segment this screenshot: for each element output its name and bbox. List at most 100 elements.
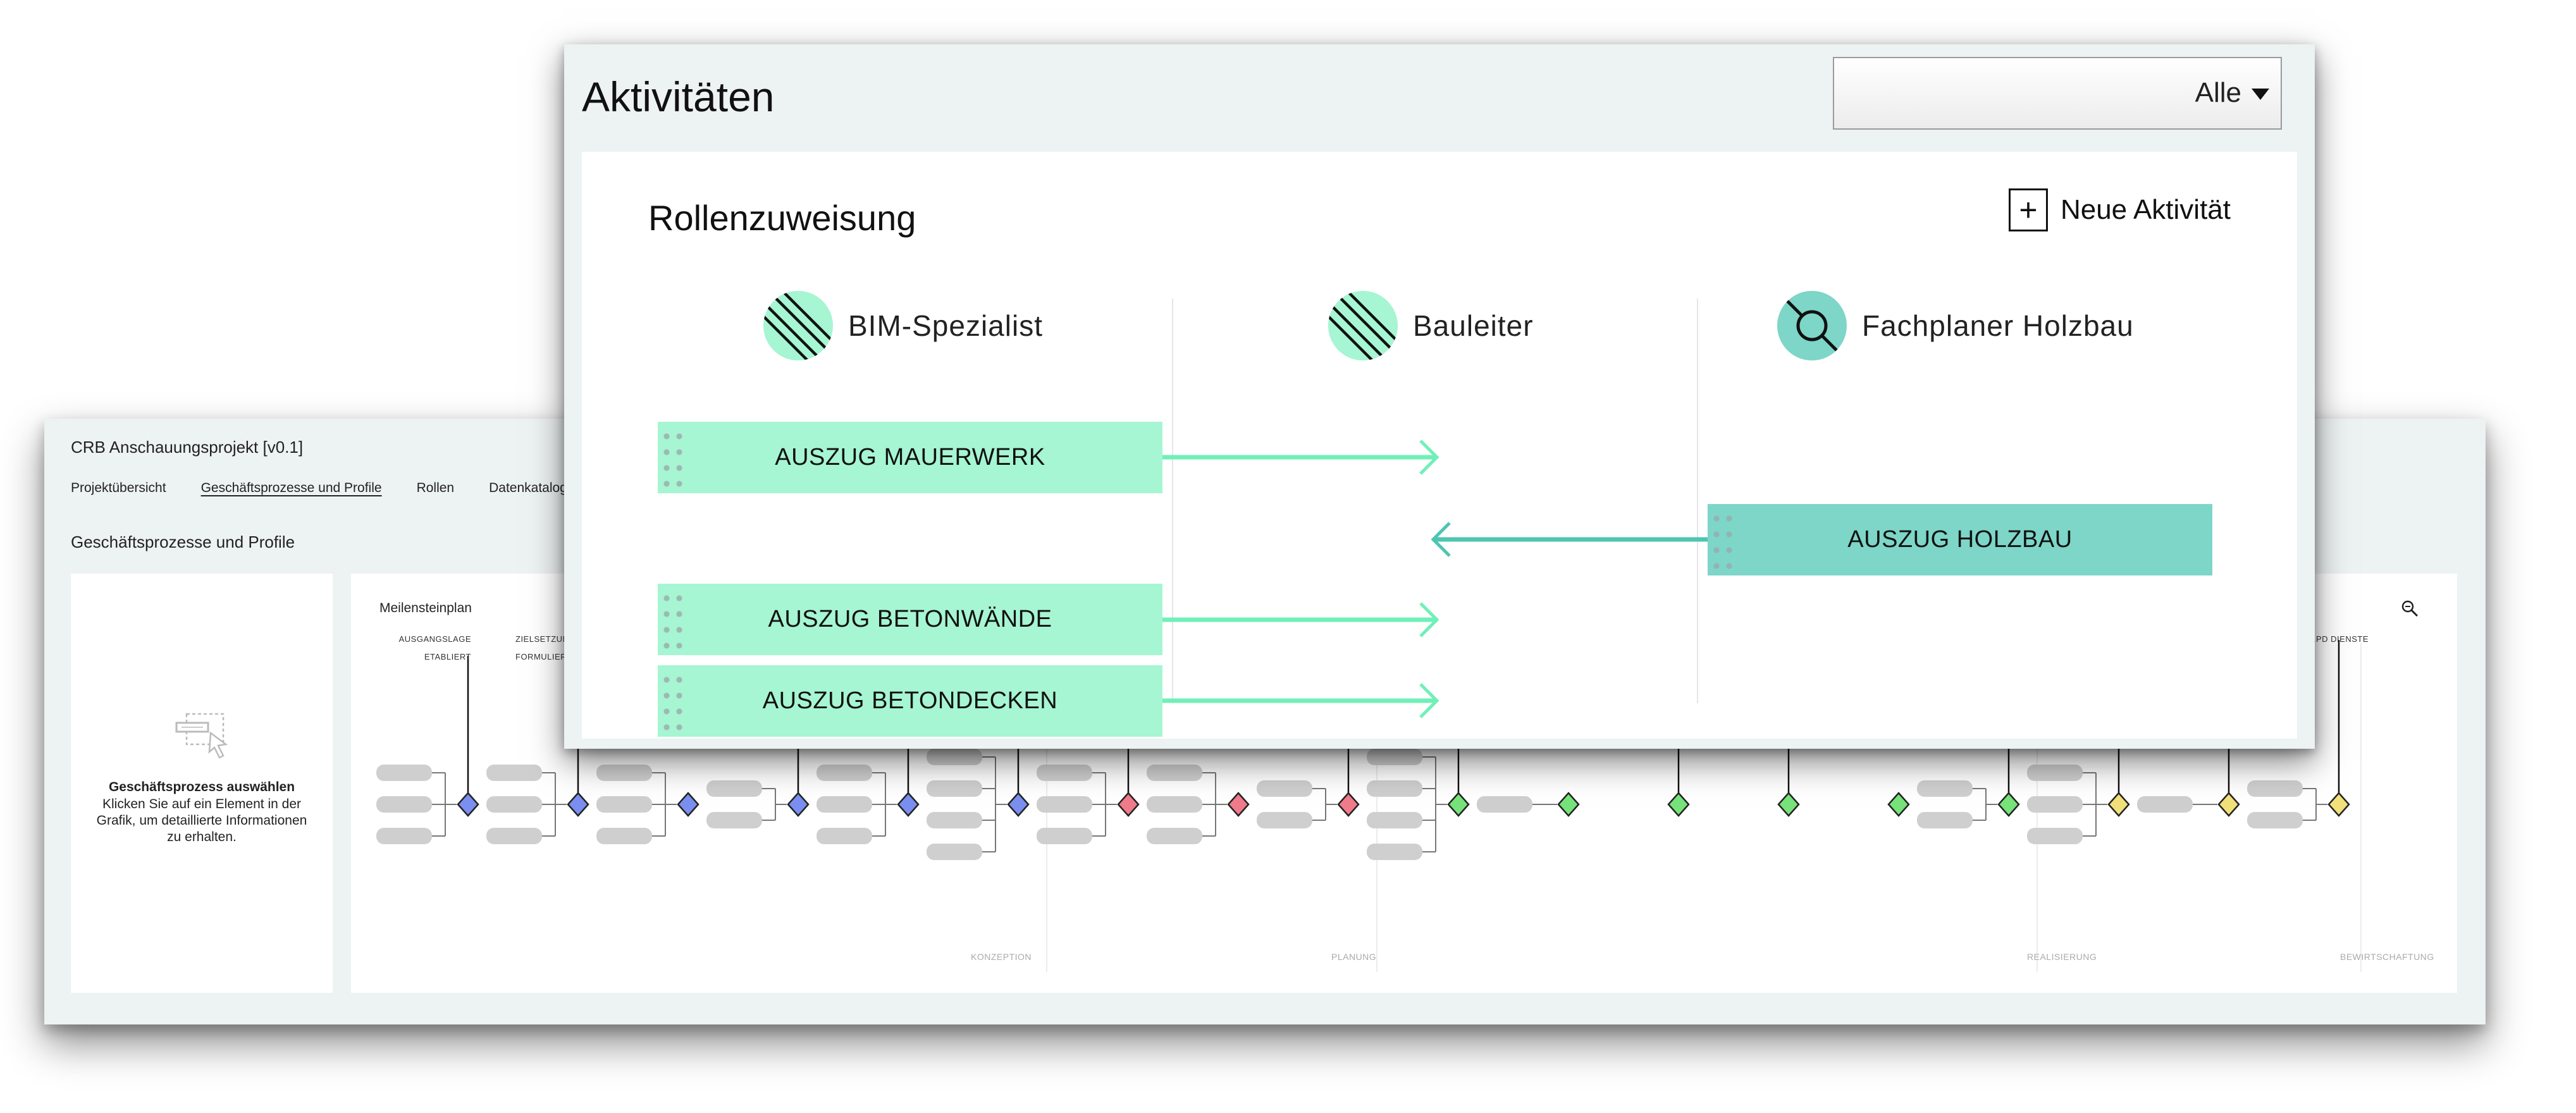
milestone-diamond[interactable] [897,792,920,817]
activity-card-mauerwerk[interactable]: AUSZUG MAUERWERK [658,422,1162,493]
role-assignment-panel: Rollenzuweisung + Neue Aktivität BIM-Spe… [582,152,2297,739]
role-bim-spezialist[interactable]: BIM-Spezialist [762,290,1043,362]
role-name: Bauleiter [1413,309,1534,342]
process-pill[interactable] [1367,780,1422,797]
nav-projektuebersicht[interactable]: Projektübersicht [71,481,166,495]
phase-label: BEWIRTSCHAFTUNG [2340,952,2434,962]
plus-icon: + [2008,188,2048,231]
milestone-diamond[interactable] [1117,792,1140,817]
milestone-diamond[interactable] [1887,792,1910,817]
activities-modal: Aktivitäten Alle Rollenzuweisung + Neue … [564,44,2315,749]
column-divider [1172,298,1173,703]
milestone-diamond[interactable] [1557,792,1580,817]
process-pill[interactable] [817,796,872,813]
arrow-right-icon [1162,683,1439,718]
drag-handle-icon[interactable] [1710,509,1735,572]
drag-handle-icon[interactable] [660,670,686,734]
activity-card-betonwaende[interactable]: AUSZUG BETONWÄNDE [658,584,1162,655]
process-pill[interactable] [376,765,432,781]
filter-selected-value: Alle [2195,77,2241,108]
process-pill[interactable] [1367,749,1422,765]
arrow-left-icon [1431,522,1708,557]
select-element-icon [175,713,228,759]
zoom-in-icon[interactable] [2400,599,2419,618]
drag-handle-icon[interactable] [660,589,686,652]
process-pill[interactable] [486,828,542,844]
process-pill[interactable] [2027,796,2083,813]
process-pill[interactable] [927,780,982,797]
arrow-right-icon [1162,440,1439,475]
role-fachplaner-holzbau[interactable]: Fachplaner Holzbau [1776,290,2134,362]
milestone-diamond[interactable] [1667,792,1690,817]
milestone-diagram [376,640,2362,972]
modal-title: Aktivitäten [582,73,775,120]
role-bauleiter[interactable]: Bauleiter [1327,290,1534,362]
milestone-diamond[interactable] [1007,792,1030,817]
activity-card-holzbau[interactable]: AUSZUG HOLZBAU [1708,504,2212,575]
milestone-label: ZIELSETZUNG FORMULIERT [515,634,572,661]
nav-datenkatalog[interactable]: Datenkatalog [489,481,567,495]
process-pill[interactable] [596,765,652,781]
process-pill[interactable] [2027,828,2083,844]
milestone-diamond[interactable] [677,792,699,817]
process-pill[interactable] [1037,765,1092,781]
process-pill[interactable] [1367,812,1422,828]
milestone-diamond[interactable] [1997,792,2020,817]
process-pill[interactable] [1147,828,1202,844]
milestone-diamond[interactable] [1447,792,1470,817]
process-pill[interactable] [486,765,542,781]
milestone-diamond[interactable] [2107,792,2130,817]
process-pill[interactable] [1917,812,1973,828]
process-pill[interactable] [927,844,982,860]
process-pill[interactable] [2137,796,2193,813]
process-pill[interactable] [1257,780,1312,797]
striped-circle-icon [763,291,833,360]
process-pill[interactable] [706,780,762,797]
process-pill[interactable] [2247,780,2303,797]
new-activity-button[interactable]: + Neue Aktivität [2008,188,2231,231]
process-pill[interactable] [1477,796,1532,813]
role-name: BIM-Spezialist [848,309,1043,342]
process-pill[interactable] [1257,812,1312,828]
milestone-label: ...PD DIENSTE [2308,634,2369,644]
process-pill[interactable] [817,765,872,781]
milestone-diamond[interactable] [567,792,589,817]
activity-card-betondecken[interactable]: AUSZUG BETONDECKEN [658,665,1162,737]
process-pill[interactable] [2247,812,2303,828]
process-pill[interactable] [376,828,432,844]
process-pill[interactable] [1367,844,1422,860]
nav-geschaeftsprozesse[interactable]: Geschäftsprozesse und Profile [200,481,382,495]
process-pill[interactable] [2027,765,2083,781]
process-pill[interactable] [1037,828,1092,844]
process-pill[interactable] [927,749,982,765]
process-pill[interactable] [1917,780,1973,797]
process-pill[interactable] [1037,796,1092,813]
new-activity-label: Neue Aktivität [2060,194,2231,225]
main-nav: Projektübersicht Geschäftsprozesse und P… [71,481,567,496]
milestone-diamond[interactable] [2327,792,2350,817]
milestone-diamond[interactable] [787,792,810,817]
process-pill[interactable] [486,796,542,813]
process-detail-panel: Geschäftsprozess auswählen Klicken Sie a… [71,574,333,993]
milestone-plan-title: Meilensteinplan [379,601,472,615]
process-pill[interactable] [596,796,652,813]
process-pill[interactable] [706,812,762,828]
process-pill[interactable] [927,812,982,828]
drag-handle-icon[interactable] [660,427,686,490]
activity-filter-select[interactable]: Alle [1833,57,2282,130]
milestone-diamond[interactable] [2217,792,2240,817]
process-pill[interactable] [596,828,652,844]
process-pill[interactable] [1147,765,1202,781]
milestone-diamond[interactable] [457,792,479,817]
process-pill[interactable] [817,828,872,844]
process-pill[interactable] [376,796,432,813]
process-pill[interactable] [1147,796,1202,813]
milestone-diamond[interactable] [1227,792,1250,817]
nav-rollen[interactable]: Rollen [416,481,455,495]
app-title: CRB Anschauungsprojekt [v0.1] [71,438,304,457]
milestone-label: AUSGANGSLAGE ETABLIERT [398,634,471,661]
milestone-diamond[interactable] [1337,792,1360,817]
milestone-diamond[interactable] [1777,792,1800,817]
arrow-right-icon [1162,602,1439,637]
section-title: Geschäftsprozesse und Profile [71,532,295,551]
